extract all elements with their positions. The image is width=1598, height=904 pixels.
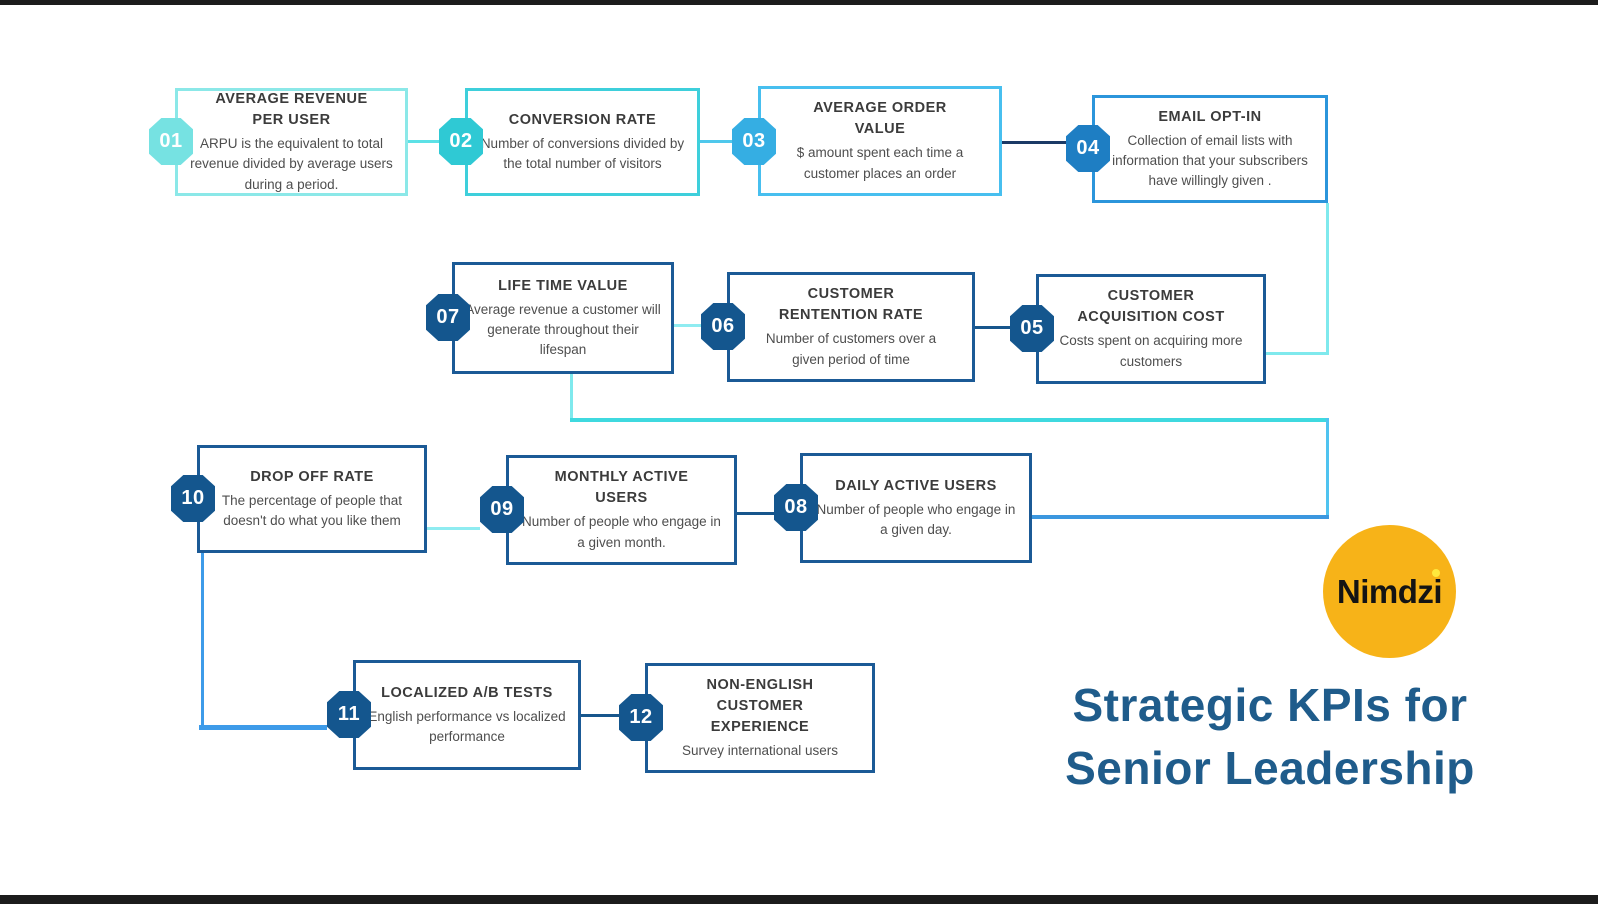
- kpi-number-badge-12: 12: [619, 694, 663, 741]
- connector-07-06: [674, 324, 701, 327]
- kpi-title: AVERAGE ORDER VALUE: [813, 100, 947, 138]
- nimdzi-logo: Nimdzi: [1323, 525, 1456, 658]
- kpi-box-01-average-revenue-per-user: AVERAGE REVENUE PER USER ARPU is the equ…: [175, 88, 408, 196]
- kpi-box-11-localized-ab-tests: LOCALIZED A/B TESTS English performance …: [353, 660, 581, 770]
- kpi-box-05-customer-acquisition-cost: CUSTOMER ACQUISITION COST Costs spent on…: [1036, 274, 1266, 384]
- kpi-box-04-email-opt-in: EMAIL OPT-IN Collection of email lists w…: [1092, 95, 1328, 203]
- kpi-box-03-average-order-value: AVERAGE ORDER VALUE $ amount spent each …: [758, 86, 1002, 196]
- logo-i-dot-icon: [1430, 566, 1443, 579]
- kpi-number-badge-06: 06: [701, 303, 745, 350]
- connector-04-05: [1266, 352, 1329, 355]
- poster-title-line-1: Strategic KPIs for: [1072, 679, 1468, 731]
- kpi-title: DROP OFF RATE: [250, 468, 374, 485]
- kpi-title: AVERAGE REVENUE PER USER: [215, 91, 368, 129]
- kpi-description: Collection of email lists with informati…: [1112, 132, 1308, 189]
- connector-07-across: [570, 418, 1329, 422]
- kpi-number-badge-08: 08: [774, 484, 818, 531]
- bottom-border-bar: [0, 895, 1598, 904]
- kpi-description: Costs spent on acquiring more customers: [1059, 333, 1243, 369]
- kpi-box-12-non-english-customer-experience: NON-ENGLISH CUSTOMER EXPERIENCE Survey i…: [645, 663, 875, 773]
- kpi-number-badge-05: 05: [1010, 305, 1054, 352]
- kpi-title: EMAIL OPT-IN: [1158, 108, 1262, 125]
- kpi-box-10-drop-off-rate: DROP OFF RATE The percentage of people t…: [197, 445, 427, 553]
- connector-10-09: [427, 527, 480, 530]
- kpi-description: English performance vs localized perform…: [368, 708, 566, 744]
- kpi-description: Number of people who engage in a given d…: [816, 501, 1016, 537]
- nimdzi-logo-text: Nimdzi: [1336, 566, 1443, 611]
- kpi-title: NON-ENGLISH CUSTOMER EXPERIENCE: [706, 676, 814, 735]
- kpi-description: Average revenue a customer will generate…: [465, 301, 661, 358]
- kpi-title: LOCALIZED A/B TESTS: [381, 684, 553, 701]
- kpi-title: CUSTOMER RENTENTION RATE: [778, 286, 924, 324]
- kpi-description: Number of customers over a given period …: [765, 331, 937, 367]
- kpi-title: DAILY ACTIVE USERS: [835, 477, 997, 494]
- connector-10-11: [199, 725, 327, 730]
- kpi-description: $ amount spent each time a customer plac…: [796, 145, 964, 181]
- kpi-title: CUSTOMER ACQUISITION COST: [1077, 288, 1225, 326]
- connector-02-03: [700, 140, 732, 143]
- kpi-description: Survey international users: [681, 742, 839, 758]
- kpi-box-08-daily-active-users: DAILY ACTIVE USERS Number of people who …: [800, 453, 1032, 563]
- poster-title: Strategic KPIs for Senior Leadership: [1020, 674, 1520, 801]
- kpi-title: CONVERSION RATE: [508, 111, 657, 128]
- connector-06-05: [975, 326, 1010, 329]
- kpi-box-02-conversion-rate: CONVERSION RATE Number of conversions di…: [465, 88, 700, 196]
- kpi-number-badge-02: 02: [439, 118, 483, 165]
- poster-title-line-2: Senior Leadership: [1065, 742, 1475, 795]
- kpi-box-07-life-time-value: LIFE TIME VALUE Average revenue a custom…: [452, 262, 674, 374]
- connector-09-08: [737, 512, 774, 515]
- kpi-number-badge-09: 09: [480, 486, 524, 533]
- kpi-description: Number of people who engage in a given m…: [522, 514, 721, 550]
- kpi-number-badge-03: 03: [732, 118, 776, 165]
- kpi-description: Number of conversions divided by the tot…: [480, 135, 685, 171]
- kpi-number-badge-01: 01: [149, 118, 193, 165]
- kpi-box-06-customer-retention-rate: CUSTOMER RENTENTION RATE Number of custo…: [727, 272, 975, 382]
- connector-10-down: [201, 553, 204, 729]
- kpi-box-09-monthly-active-users: MONTHLY ACTIVE USERS Number of people wh…: [506, 455, 737, 565]
- connector-11-12: [581, 714, 619, 717]
- connector-04-down: [1326, 203, 1329, 355]
- kpi-number-badge-04: 04: [1066, 125, 1110, 172]
- kpi-title: LIFE TIME VALUE: [498, 277, 628, 294]
- connector-down-to-08: [1326, 418, 1329, 518]
- kpi-description: The percentage of people that doesn't do…: [221, 492, 403, 528]
- connector-01-02: [408, 140, 439, 143]
- kpi-number-badge-11: 11: [327, 691, 371, 738]
- connector-into-08: [1032, 515, 1329, 519]
- top-border-bar: [0, 0, 1598, 5]
- kpi-number-badge-10: 10: [171, 475, 215, 522]
- kpi-number-badge-07: 07: [426, 294, 470, 341]
- kpi-title: MONTHLY ACTIVE USERS: [554, 469, 689, 507]
- kpi-description: ARPU is the equivalent to total revenue …: [190, 136, 393, 192]
- logo-wordmark: Nimdzi: [1336, 572, 1443, 610]
- connector-07-down: [570, 374, 573, 420]
- connector-03-04: [1002, 141, 1066, 144]
